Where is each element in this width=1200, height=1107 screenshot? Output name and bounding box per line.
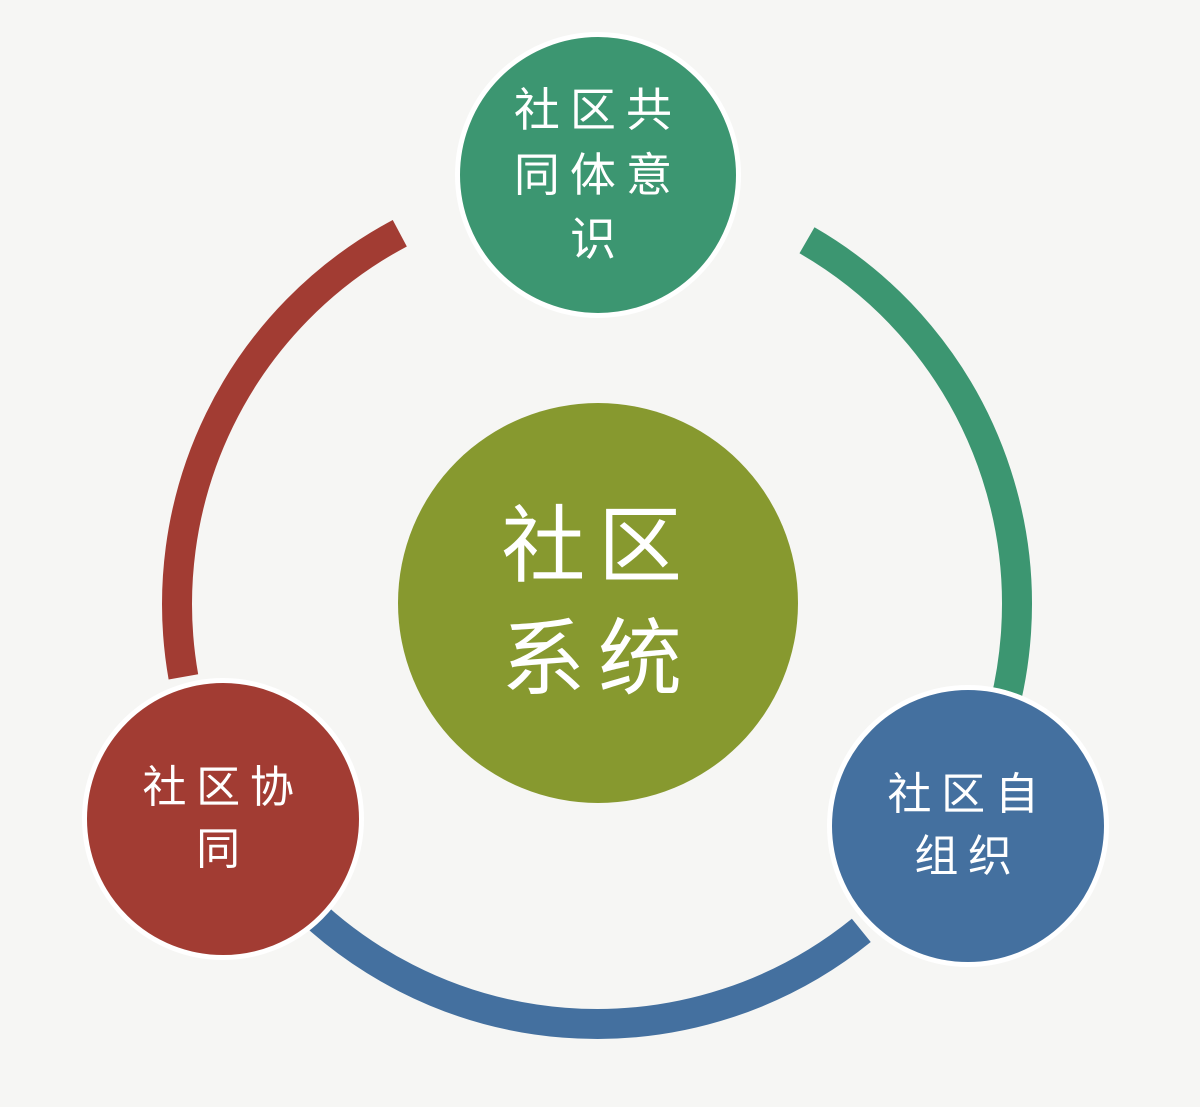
- arc-top-to-right: [799, 227, 1032, 781]
- arc-left-to-top: [162, 219, 407, 680]
- node-community-identity: 社区共同体意识: [455, 32, 741, 318]
- node-left-label: 社区协同: [142, 762, 304, 875]
- center-node-label: 社区系统: [501, 496, 695, 708]
- arc-right-to-left: [273, 874, 871, 1039]
- node-right-label: 社区自组织: [887, 769, 1049, 882]
- center-node-community-system: 社区系统: [398, 403, 798, 803]
- node-community-self-organization: 社区自组织: [827, 685, 1109, 967]
- node-top-label: 社区共同体意识: [513, 83, 683, 267]
- node-community-collaboration: 社区协同: [82, 678, 364, 960]
